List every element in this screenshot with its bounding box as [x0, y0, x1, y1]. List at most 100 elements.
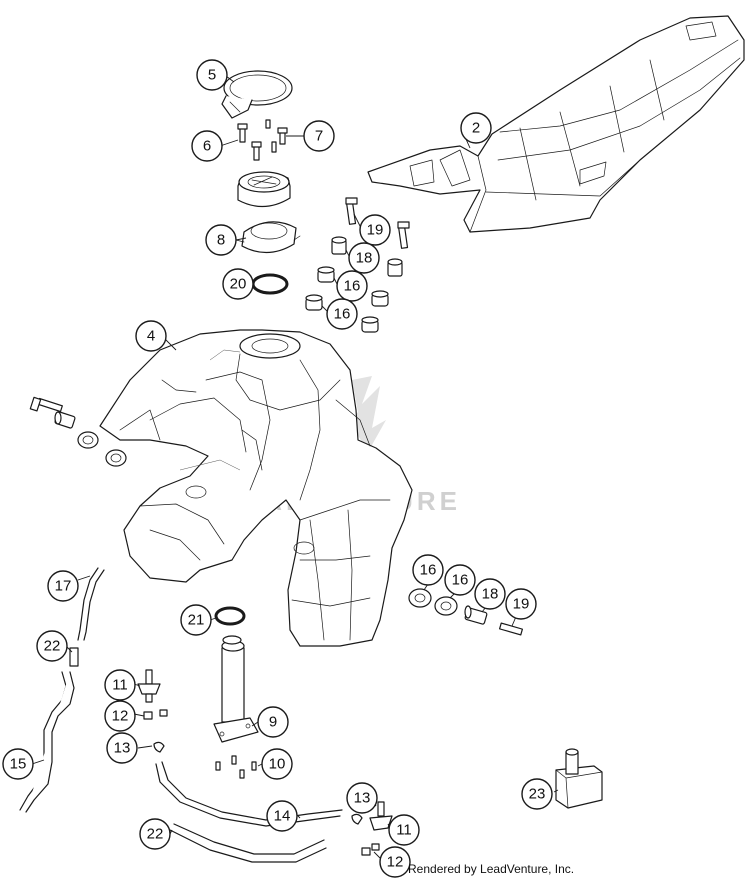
callout-16-top-b: 16: [326, 298, 358, 330]
seat-part: [367, 15, 745, 233]
svg-text:18: 18: [482, 586, 499, 603]
bushing-icon: [387, 258, 403, 277]
svg-text:23: 23: [529, 786, 546, 803]
svg-text:4: 4: [147, 328, 155, 345]
callout-16-right-a: 16: [412, 554, 444, 586]
callout-22-left: 22: [36, 630, 68, 662]
bolt-icon: [215, 761, 221, 771]
hose-connector-right: [351, 801, 393, 856]
filler-cap-icon: [237, 171, 291, 208]
svg-text:6: 6: [203, 138, 211, 155]
o-ring-icon: [214, 606, 246, 626]
bolt-icon: [251, 141, 262, 161]
hose-connector-left: [137, 669, 161, 703]
fuel-hose-14: [155, 761, 343, 827]
callout-6: 6: [191, 130, 223, 162]
callout-21: 21: [180, 604, 212, 636]
callout-23: 23: [521, 778, 553, 810]
fuel-tank-part: [99, 329, 413, 647]
filler-cap-part: [237, 171, 291, 208]
hose-icon: [19, 567, 105, 813]
callout-18-top: 18: [348, 242, 380, 274]
filter-icon: [555, 748, 603, 809]
callout-14: 14: [266, 800, 298, 832]
svg-text:9: 9: [269, 714, 277, 731]
svg-text:10: 10: [269, 756, 286, 773]
svg-text:13: 13: [114, 740, 131, 757]
bolt-icon: [239, 769, 245, 779]
bolt-icon: [277, 127, 288, 145]
bushing-icon: [331, 236, 347, 255]
o-ring-part: [251, 273, 289, 295]
svg-text:19: 19: [513, 596, 530, 613]
callout-4: 4: [135, 320, 167, 352]
bolt-icon: [345, 197, 358, 225]
svg-text:15: 15: [10, 756, 27, 773]
bushing-icon: [317, 266, 335, 283]
svg-text:11: 11: [112, 677, 128, 694]
svg-text:18: 18: [356, 250, 373, 267]
callout-7: 7: [303, 120, 335, 152]
svg-text:22: 22: [44, 638, 61, 655]
cap-screws: [237, 119, 288, 161]
svg-text:21: 21: [188, 612, 205, 629]
callout-11-right: 11: [388, 814, 420, 846]
svg-text:16: 16: [420, 562, 437, 579]
svg-text:8: 8: [217, 232, 225, 249]
callout-16-top-a: 16: [336, 270, 368, 302]
callout-9: 9: [257, 706, 289, 738]
svg-text:16: 16: [344, 278, 361, 295]
svg-text:16: 16: [452, 572, 469, 589]
callout-15: 15: [2, 748, 34, 780]
callout-8: 8: [205, 224, 237, 256]
callout-12-left: 12: [104, 700, 136, 732]
svg-text:12: 12: [112, 708, 129, 725]
callout-2: 2: [460, 112, 492, 144]
bushing-icon: [305, 294, 323, 311]
svg-text:19: 19: [367, 222, 384, 239]
callout-11-left: 11: [104, 669, 136, 701]
bolt-icon: [237, 123, 248, 143]
svg-text:2: 2: [472, 120, 480, 137]
vent-hose-left: [19, 567, 105, 813]
bolt-icon: [251, 761, 257, 771]
hose-icon: [155, 761, 343, 827]
watermark-logo-icon: [350, 376, 386, 452]
callout-17: 17: [47, 570, 79, 602]
fuel-tank-icon: [99, 329, 413, 647]
callout-5: 5: [196, 59, 228, 91]
bolt-icon: [397, 221, 410, 249]
callout-13-right: 13: [346, 782, 378, 814]
hose-icon: [169, 823, 327, 863]
pump-o-ring-part: [214, 606, 246, 626]
seal-ring-part: [221, 70, 293, 119]
o-ring-icon: [251, 273, 289, 295]
svg-text:20: 20: [230, 276, 247, 293]
mount-hardware-right: [408, 588, 524, 636]
bolt-icon: [29, 396, 63, 413]
bushing-icon: [105, 449, 127, 467]
bushing-icon: [371, 290, 389, 307]
bushing-icon: [361, 316, 379, 333]
callout-16-right-b: 16: [444, 564, 476, 596]
bolt-icon: [271, 141, 277, 153]
mount-hardware-left: [29, 396, 127, 467]
svg-text:14: 14: [274, 808, 291, 825]
bushing-icon: [464, 605, 488, 625]
svg-text:11: 11: [396, 822, 412, 839]
bushing-icon: [434, 596, 458, 616]
callout-18-right: 18: [474, 578, 506, 610]
bolt-icon: [231, 755, 237, 765]
callouts: 5 6 7 2 8 19 18 20 16 16 4 16 16 18 19 1…: [2, 59, 553, 878]
bolt-icon: [498, 622, 524, 636]
svg-text:16: 16: [334, 306, 351, 323]
pump-screws: [215, 755, 257, 779]
cap-ring-part: [235, 221, 301, 254]
mount-hardware-top: [305, 197, 410, 333]
fuel-hose-22: [169, 823, 327, 863]
callout-22-bottom: 22: [139, 818, 171, 850]
filter-part: [555, 748, 603, 809]
bushing-icon: [77, 431, 99, 449]
svg-text:17: 17: [55, 578, 72, 595]
bushing-icon: [408, 588, 432, 608]
